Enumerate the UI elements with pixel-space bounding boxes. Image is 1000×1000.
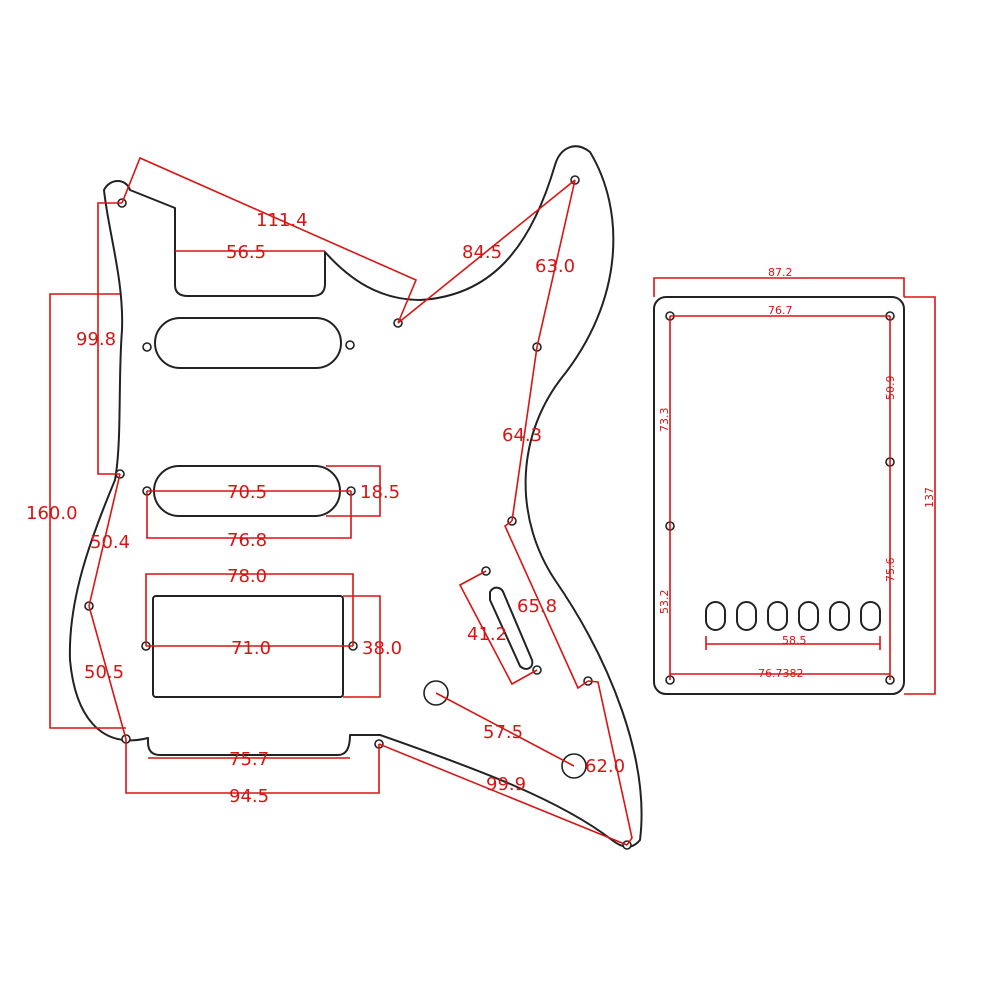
dim-label: 94.5 [229,786,269,807]
dim-label: 76.8 [227,530,267,551]
dim-label: 18.5 [360,482,400,503]
backplate [653,296,905,695]
dim-label: 38.0 [362,638,402,659]
dim-label: 99.9 [486,774,526,795]
dim-label: 76.7 [768,304,793,317]
spring-slot [860,601,881,631]
dim-label: 160.0 [26,503,78,524]
neck-pickup-cutout [154,317,342,369]
dim-label: 84.5 [462,242,502,263]
backplate-dimension-lines [653,277,936,695]
spring-slot [829,601,850,631]
pickup-screw-hole [345,340,355,350]
dim-label: 111.4 [256,210,308,231]
dim-label: 76.7382 [758,667,804,680]
spring-slot [705,601,726,631]
dim-label: 137 [923,487,936,508]
dim-label: 56.5 [226,242,266,263]
pickup-screw-hole [142,342,152,352]
dim-label: 41.2 [467,624,507,645]
pickguard-outline [68,145,643,848]
dim-label: 65.8 [517,596,557,617]
dim-label: 64.3 [502,425,542,446]
dim-label: 70.5 [227,482,267,503]
pickguard [68,145,643,850]
spring-slot [767,601,788,631]
dim-label: 50.9 [884,376,897,401]
dim-label: 75.6 [884,558,897,583]
spring-slot [798,601,819,631]
dim-label: 87.2 [768,266,793,279]
dim-label: 99.8 [76,329,116,350]
dim-label: 78.0 [227,566,267,587]
dim-label: 53.2 [658,590,671,615]
pickguard-dimension-labels: 111.4 84.5 63.0 56.5 99.8 64.3 70.5 18.5… [26,210,625,807]
spring-slot [736,601,757,631]
dim-label: 58.5 [782,634,807,647]
dim-label: 50.4 [90,532,130,553]
pickguard-dimension-lines [49,156,633,846]
dim-label: 50.5 [84,662,124,683]
dim-label: 62.0 [585,756,625,777]
backplate-dimension-labels: 87.2 76.7 73.3 53.2 50.9 75.6 137 58.5 7… [658,266,936,680]
dim-label: 63.0 [535,256,575,277]
backplate-outline [653,296,905,695]
dim-label: 73.3 [658,408,671,433]
dim-label: 75.7 [229,749,269,770]
switch-slot [489,586,534,670]
dim-label: 71.0 [231,638,271,659]
dim-label: 57.5 [483,722,523,743]
